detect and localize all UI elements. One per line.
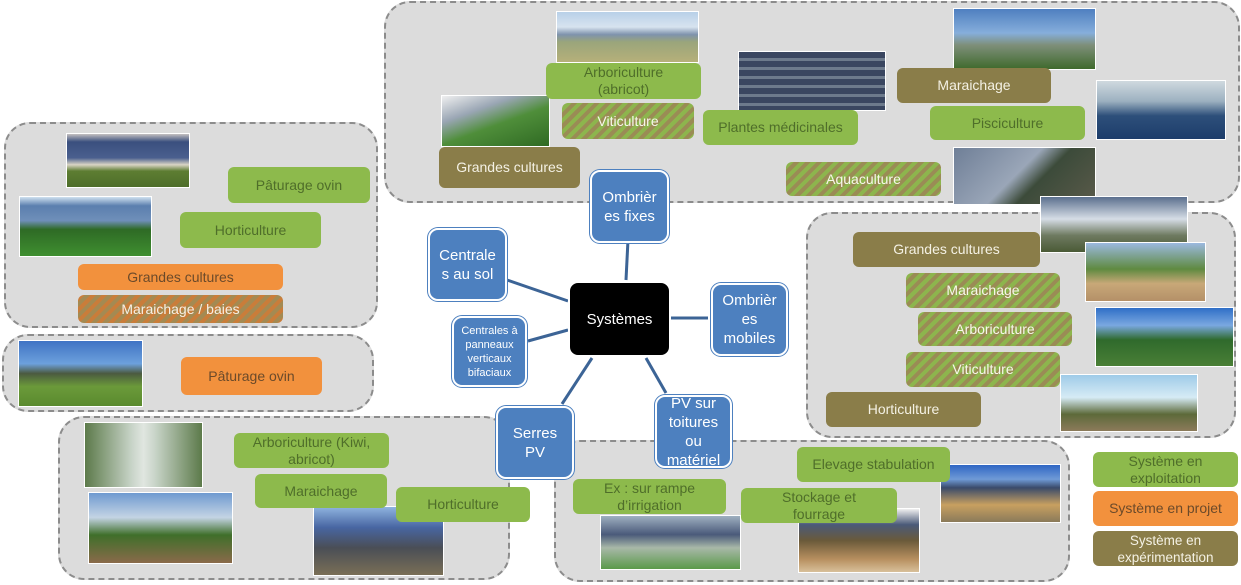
photo-rampe-irrigation	[600, 515, 741, 570]
link-sol	[506, 278, 569, 303]
tag-sol-horticulture: Horticulture	[180, 212, 321, 248]
tag-toitures-elevage: Elevage stabulation	[797, 447, 950, 482]
tag-fixes-arboriculture: Arboriculture (abricot)	[546, 63, 701, 99]
tag-fixes-viticulture: Viticulture	[562, 103, 694, 139]
node-serres-pv: Serres PV	[496, 406, 574, 479]
link-fixes	[624, 239, 630, 281]
tag-toitures-rampe: Ex : sur rampe d’irrigation	[573, 479, 726, 514]
photo-serres-1	[84, 422, 203, 488]
photo-serres-2	[88, 492, 233, 564]
tag-mobiles-horticulture: Horticulture	[826, 392, 981, 427]
photo-aquaculture	[953, 147, 1096, 205]
photo-verticaux	[18, 340, 143, 407]
tag-mobiles-viticulture: Viticulture	[906, 352, 1060, 387]
node-centrales-sol: Centrale s au sol	[428, 228, 507, 301]
tag-toitures-stockage: Stockage et fourrage	[741, 488, 897, 523]
node-pv-toitures: PV sur toitures ou matériel	[655, 395, 732, 469]
tag-sol-maraichage: Maraichage / baies	[78, 295, 283, 323]
node-verticaux-bifaciaux: Centrales à panneaux verticaux bifaciaux	[452, 316, 527, 387]
photo-mobiles-maraichage	[1085, 242, 1206, 302]
photo-grandes-cultures-fixes	[441, 95, 550, 147]
photo-pisciculture	[1096, 80, 1226, 140]
tag-mobiles-maraichage: Maraichage	[906, 273, 1060, 308]
tag-fixes-maraichage: Maraichage	[897, 68, 1051, 103]
tag-mobiles-arboriculture: Arboriculture	[918, 312, 1072, 346]
photo-plantes-medicinales	[738, 51, 886, 111]
legend-exploitation: Système en exploitation	[1093, 452, 1238, 487]
center-node-systemes: Systèmes	[568, 281, 671, 357]
node-ombrieres-mobiles: Ombrièr es mobiles	[711, 283, 788, 356]
tag-serres-arboriculture: Arboriculture (Kiwi, abricot)	[234, 433, 389, 468]
tag-serres-horticulture: Horticulture	[396, 487, 530, 522]
tag-sol-paturage: Pâturage ovin	[228, 167, 370, 203]
photo-elevage	[940, 464, 1061, 523]
node-ombrieres-fixes: Ombrièr es fixes	[590, 170, 669, 243]
photo-mobiles-viti	[1060, 374, 1198, 432]
tag-serres-maraichage: Maraichage	[255, 474, 387, 508]
legend-experimentation: Système en expérimentation	[1093, 531, 1238, 566]
tag-fixes-aquaculture: Aquaculture	[786, 162, 941, 196]
tag-fixes-grandes-cultures: Grandes cultures	[439, 147, 580, 188]
photo-maraichage-fixes	[953, 8, 1096, 70]
photo-arbo-abricot	[556, 11, 699, 63]
tag-mobiles-grandes-cultures: Grandes cultures	[853, 232, 1040, 267]
tag-sol-grandes-cultures: Grandes cultures	[78, 264, 283, 290]
photo-mobiles-arbo	[1095, 307, 1234, 367]
link-toitures	[644, 357, 668, 394]
tag-fixes-pisciculture: Pisciculture	[930, 106, 1085, 140]
link-serres	[560, 357, 594, 405]
tag-fixes-plantes: Plantes médicinales	[703, 110, 858, 145]
link-verticaux	[527, 328, 569, 343]
legend-projet: Système en projet	[1093, 491, 1238, 526]
photo-paturage-sol	[66, 133, 190, 188]
tag-verticaux-paturage: Pâturage ovin	[181, 357, 322, 395]
photo-horticulture-sol	[19, 196, 152, 257]
